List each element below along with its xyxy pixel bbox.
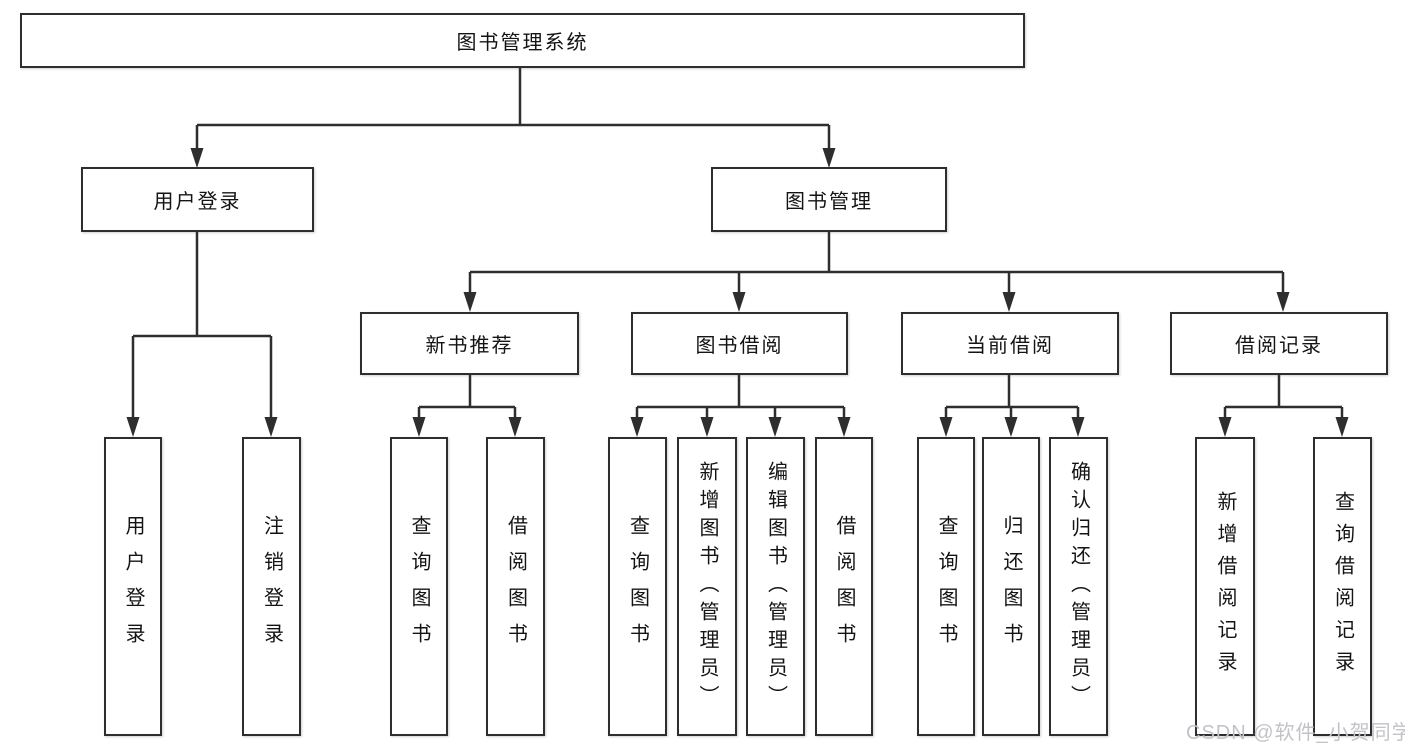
node-label: 图书借阅	[695, 335, 784, 357]
node-book-borrowing: 图书借阅	[631, 312, 848, 375]
node-current-borrowing: 当前借阅	[901, 312, 1119, 375]
node-label: 查询图书	[935, 514, 957, 659]
node-label: 用户登录	[153, 191, 242, 213]
node-label: 当前借阅	[966, 335, 1054, 357]
leaf-borrow-books-2: 借阅图书	[815, 437, 873, 736]
node-label: 新书推荐	[425, 335, 514, 357]
node-label: 查询图书	[408, 514, 430, 659]
node-label: 确认归还（管理员）	[1067, 460, 1090, 713]
node-label: 编辑图书（管理员）	[764, 460, 787, 713]
leaf-logout: 注销登录	[242, 437, 301, 736]
node-book-management: 图书管理	[711, 167, 947, 232]
arrowheads	[126, 148, 1349, 437]
leaf-add-books-admin: 新增图书（管理员）	[677, 437, 737, 736]
wire-root-to-level2	[195, 68, 831, 152]
node-label: 图书管理系统	[456, 32, 589, 54]
node-user-login: 用户登录	[81, 167, 314, 232]
wire-borrow-to-leaves	[635, 375, 846, 421]
node-label: 查询借阅记录	[1331, 490, 1354, 683]
node-borrowing-records: 借阅记录	[1170, 312, 1388, 375]
node-new-book-recommend: 新书推荐	[360, 312, 579, 375]
leaf-add-borrow-record: 新增借阅记录	[1195, 437, 1255, 736]
node-label: 查询图书	[626, 514, 649, 659]
node-label: 新增借阅记录	[1214, 490, 1236, 683]
node-label: 注销登录	[260, 514, 283, 659]
wire-current-to-leaves	[944, 375, 1080, 421]
node-library-system: 图书管理系统	[20, 13, 1025, 68]
csdn-watermark: CSDN @软件_小贺同学	[1186, 722, 1405, 744]
leaf-query-books-2: 查询图书	[608, 437, 667, 736]
wire-userlogin-to-leaves	[131, 232, 273, 421]
node-label: 借阅图书	[833, 514, 855, 659]
node-label: 图书管理	[785, 191, 873, 213]
leaf-edit-books-admin: 编辑图书（管理员）	[746, 437, 805, 736]
leaf-borrow-books-1: 借阅图书	[486, 437, 545, 736]
wire-records-to-leaves	[1223, 375, 1344, 421]
leaf-user-login: 用户登录	[104, 437, 162, 736]
leaf-confirm-return-admin: 确认归还（管理员）	[1049, 437, 1108, 736]
leaf-query-books-1: 查询图书	[390, 437, 448, 736]
node-label: 归还图书	[1000, 514, 1022, 659]
node-label: 用户登录	[122, 514, 144, 659]
leaf-query-books-3: 查询图书	[917, 437, 975, 736]
leaf-query-borrow-record: 查询借阅记录	[1313, 437, 1372, 736]
leaf-return-books: 归还图书	[982, 437, 1040, 736]
node-label: 借阅记录	[1235, 335, 1323, 357]
node-label: 借阅图书	[504, 514, 527, 659]
wire-bookmgmt-to-level3	[468, 232, 1285, 296]
node-label: 新增图书（管理员）	[696, 460, 718, 713]
wire-recommend-to-leaves	[417, 375, 517, 421]
